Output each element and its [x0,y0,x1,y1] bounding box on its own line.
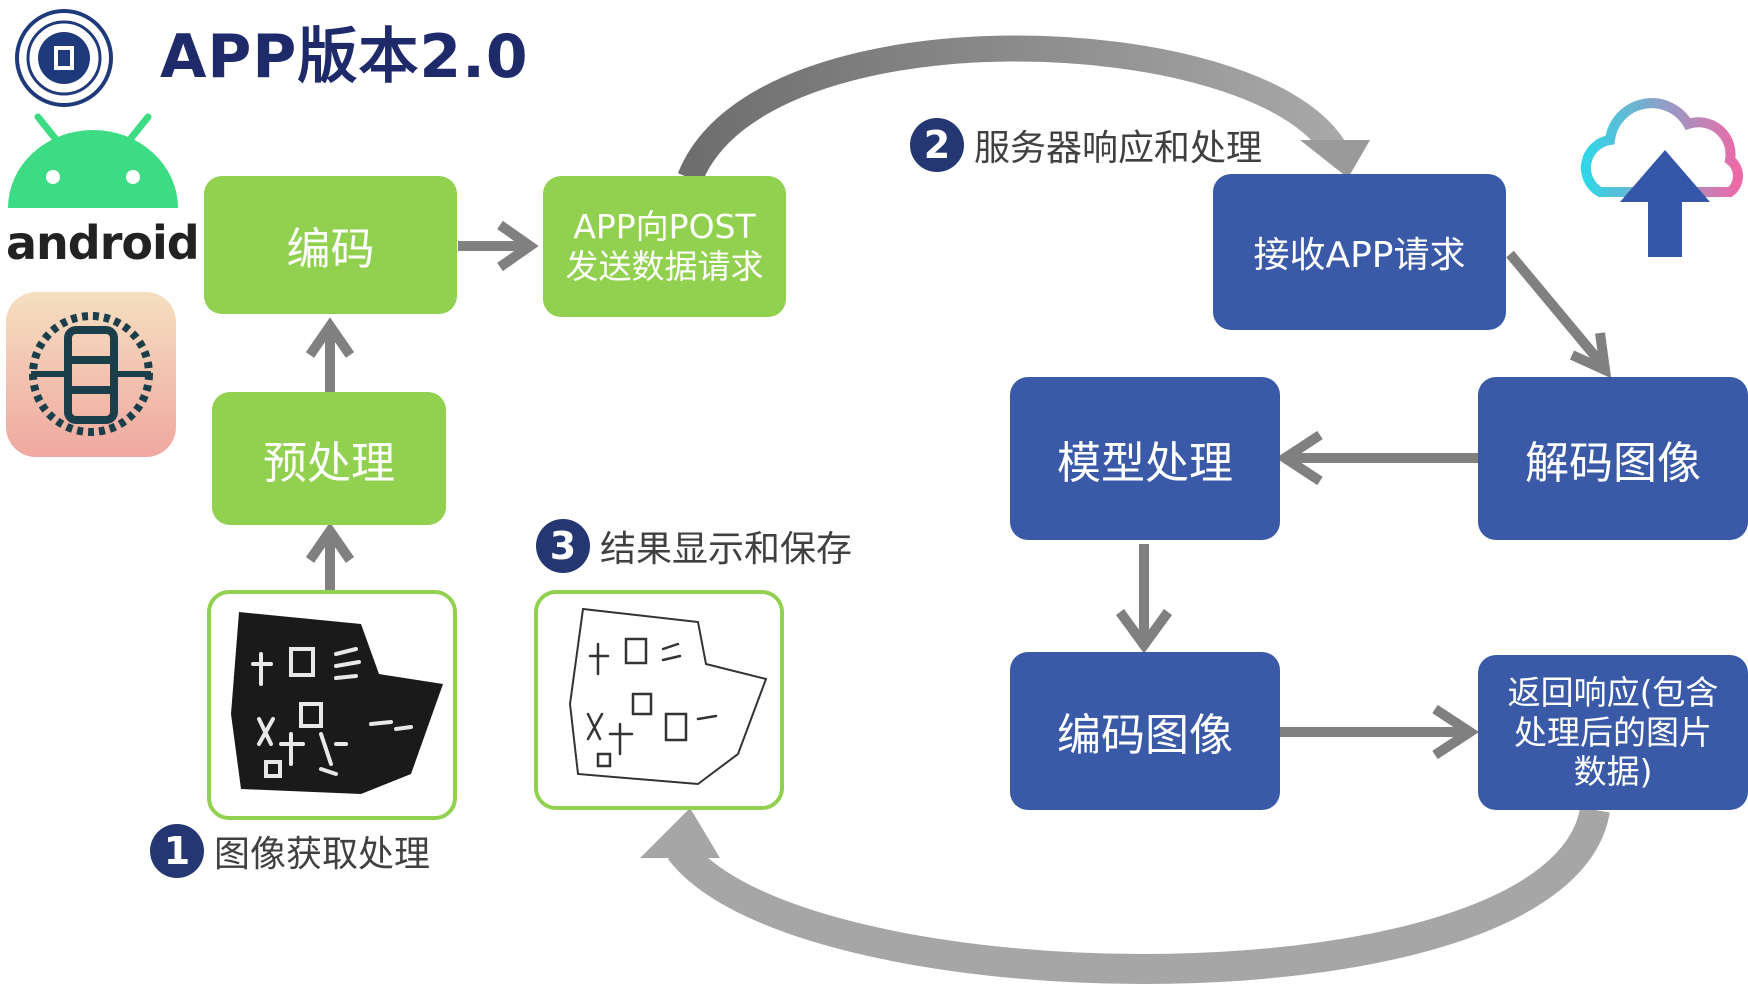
step-2-badge: 2 [910,118,964,172]
oracle-bone-app-icon [6,292,176,457]
post-request-line1: APP向POST [573,206,756,246]
receive-request-box: 接收APP请求 [1213,174,1506,330]
step-3-text: 结果显示和保存 [600,529,853,570]
model-process-label: 模型处理 [1057,437,1233,489]
step-3-badge: 3 [536,519,590,573]
return-response-line3: 数据) [1573,752,1653,792]
model-process-box: 模型处理 [1010,377,1280,540]
cloud-upload-icon [1580,98,1743,257]
encode-label: 编码 [286,224,375,275]
page-title: APP版本2.0 [160,22,529,92]
rubbing-image [231,612,443,794]
decode-image-box: 解码图像 [1478,377,1748,540]
step-2-label: 2 服务器响应和处理 [910,118,1262,172]
post-request-line2: 发送数据请求 [565,246,764,286]
step-3-label: 3 结果显示和保存 [536,519,852,573]
preprocess-label: 预处理 [263,437,395,489]
android-robot-icon [8,113,178,208]
result-line-drawing [568,607,768,786]
encode-box: 编码 [204,176,457,314]
bottom-arc-arrow [668,806,1610,984]
post-request-box: APP向POST 发送数据请求 [543,176,786,317]
top-arc-arrowhead [1300,140,1370,178]
step-1-label: 1 图像获取处理 [150,824,430,878]
receive-request-label: 接收APP请求 [1253,235,1466,276]
return-response-line1: 返回响应(包含 [1507,673,1719,713]
return-response-line2: 处理后的图片 [1514,712,1712,752]
result-image-frame [534,590,784,810]
top-arc-arrow [677,35,1347,184]
encode-image-label: 编码图像 [1057,710,1233,761]
preprocess-box: 预处理 [212,392,446,525]
decode-image-label: 解码图像 [1525,437,1701,489]
return-response-box: 返回响应(包含 处理后的图片 数据) [1478,655,1748,810]
android-label: android [6,216,200,270]
bottom-arc-arrowhead [640,808,720,858]
step-1-text: 图像获取处理 [214,834,431,875]
input-image-frame [207,590,457,820]
step-1-badge: 1 [150,824,204,878]
encode-image-box: 编码图像 [1010,652,1280,810]
step-2-text: 服务器响应和处理 [974,128,1263,169]
university-seal-icon [15,9,113,107]
